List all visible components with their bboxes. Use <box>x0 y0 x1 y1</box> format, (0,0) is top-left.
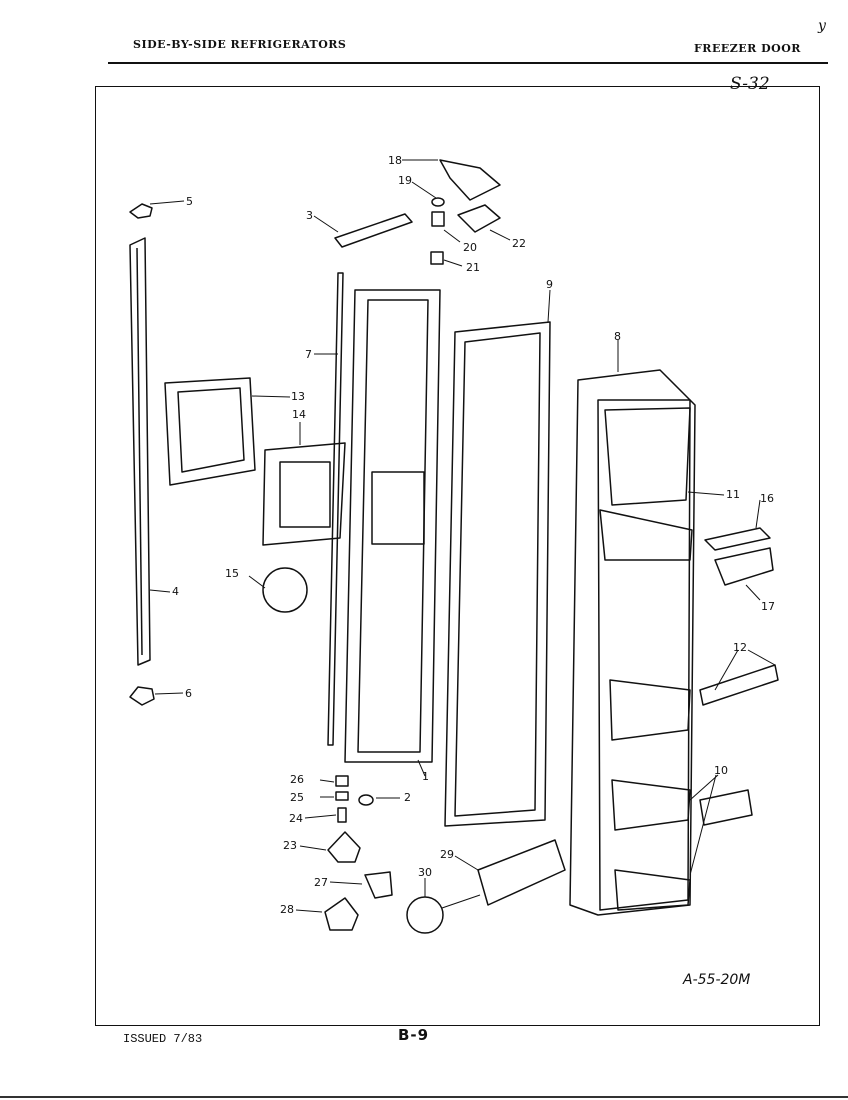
callout-7: 7 <box>305 348 312 361</box>
part-23-shape <box>327 831 361 863</box>
callout-2: 2 <box>404 791 411 804</box>
part-2-shape <box>358 794 374 806</box>
part-15-shape <box>262 567 308 613</box>
callout-28: 28 <box>280 903 294 916</box>
part-5-shape <box>129 203 153 219</box>
part-3-shape <box>334 213 413 248</box>
part-18-shape <box>439 159 501 201</box>
callout-3: 3 <box>306 209 313 222</box>
callout-11: 11 <box>726 488 740 501</box>
part-9-shape <box>444 321 551 827</box>
bottom-edge-line <box>0 1096 848 1098</box>
part-19-shape <box>431 197 445 207</box>
section-title: SIDE-BY-SIDE REFRIGERATORS <box>133 38 347 51</box>
callout-29: 29 <box>440 848 454 861</box>
part-7-shape <box>327 272 344 746</box>
corner-handwritten-mark: y <box>818 18 826 34</box>
part-13-shape <box>164 377 256 486</box>
callout-4: 4 <box>172 585 179 598</box>
part-25-shape <box>335 791 349 801</box>
page-number: B-9 <box>398 1026 430 1044</box>
callout-24: 24 <box>289 812 303 825</box>
callout-30: 30 <box>418 866 432 879</box>
callout-23: 23 <box>283 839 297 852</box>
callout-27: 27 <box>314 876 328 889</box>
part-1-shape <box>344 289 441 763</box>
callout-25: 25 <box>290 791 304 804</box>
callout-12: 12 <box>733 641 747 654</box>
part-26-shape <box>335 775 349 787</box>
part-21-shape <box>430 251 444 265</box>
part-8-shape <box>569 369 696 916</box>
issued-date: ISSUED 7/83 <box>123 1032 203 1046</box>
exploded-parts-diagram: 5 4 6 7 3 18 19 20 21 22 9 8 13 14 15 11… <box>95 86 820 1026</box>
diagram-frame <box>95 86 820 1026</box>
callout-5: 5 <box>186 195 193 208</box>
callout-15: 15 <box>225 567 239 580</box>
part-14-shape <box>262 442 346 546</box>
callout-1: 1 <box>422 770 429 783</box>
callout-19: 19 <box>398 174 412 187</box>
part-6-shape <box>129 686 155 706</box>
callout-16: 16 <box>760 492 774 505</box>
callout-8: 8 <box>614 330 621 343</box>
header-rule <box>108 62 828 64</box>
part-29-shape <box>477 839 566 906</box>
part-17-shape <box>714 547 774 586</box>
callout-13: 13 <box>291 390 305 403</box>
callout-22: 22 <box>512 237 526 250</box>
part-4-shape <box>129 237 151 666</box>
part-27-shape <box>364 871 393 899</box>
part-24-shape <box>337 807 347 823</box>
callout-18: 18 <box>388 154 402 167</box>
callout-6: 6 <box>185 687 192 700</box>
callout-20: 20 <box>463 241 477 254</box>
callout-9: 9 <box>546 278 553 291</box>
callout-26: 26 <box>290 773 304 786</box>
part-12-shape <box>699 664 779 706</box>
part-22-shape <box>457 204 501 233</box>
part-16-shape <box>704 527 771 551</box>
diagram-code: A-55-20M <box>683 972 751 988</box>
callout-17: 17 <box>761 600 775 613</box>
part-30-shape <box>406 896 444 934</box>
callout-14: 14 <box>292 408 306 421</box>
callout-10: 10 <box>714 764 728 777</box>
handwritten-note: S-32 <box>730 74 770 94</box>
callout-21: 21 <box>466 261 480 274</box>
part-20-shape <box>431 211 445 227</box>
page-subject-title: FREEZER DOOR <box>694 42 801 55</box>
part-28-shape <box>324 897 359 931</box>
part-10-shape <box>699 789 753 826</box>
